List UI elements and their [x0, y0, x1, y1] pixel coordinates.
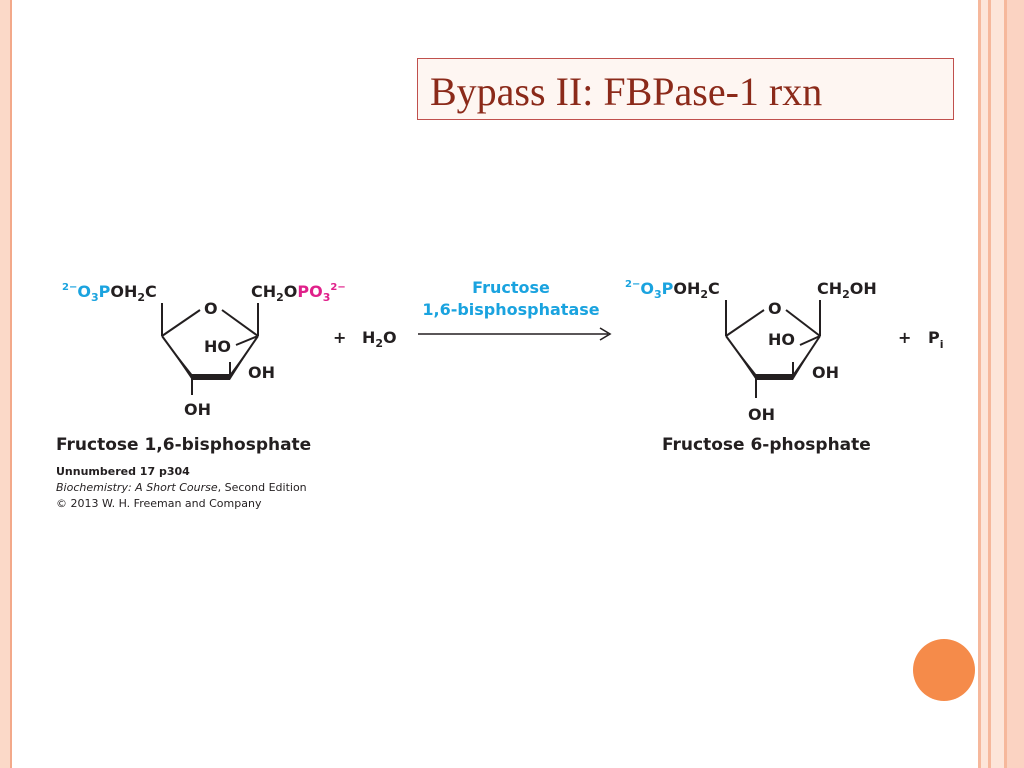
credit-line-3: © 2013 W. H. Freeman and Company: [56, 497, 262, 510]
credit-line-2: Biochemistry: A Short Course, Second Edi…: [56, 481, 307, 494]
product-name: Fructose 6-phosphate: [662, 435, 871, 455]
water-label: H2O: [362, 328, 397, 350]
enzyme-label-line2: 1,6-bisphosphatase: [422, 300, 599, 319]
slide-frame-left: [0, 0, 10, 768]
product-ring-oxygen: O: [768, 299, 782, 318]
product-right-group: CH2OH: [817, 279, 877, 301]
substrate-oh-right: OH: [248, 363, 275, 382]
plus-sign-1: +: [333, 328, 346, 347]
substrate-oh-bottom: OH: [184, 400, 211, 419]
slide-title: Bypass II: FBPase-1 rxn: [430, 69, 823, 114]
credit-line-1: Unnumbered 17 p304: [56, 465, 190, 478]
pi-label: Pi: [928, 328, 944, 351]
reaction-arrow: [418, 327, 612, 341]
slide-frame-stripes: [974, 0, 1024, 768]
product-left-group: 2−O3POH2C: [625, 279, 720, 301]
product-ho-label: HO: [768, 330, 795, 349]
plus-sign-2: +: [898, 328, 911, 347]
decorative-orange-circle: [913, 639, 975, 701]
product-structure: 2−O3POH2C CH2OH O HO OH OH: [625, 279, 877, 424]
substrate-ring-oxygen: O: [204, 299, 218, 318]
substrate-ho-label: HO: [204, 337, 231, 356]
enzyme-label-line1: Fructose: [472, 278, 550, 297]
product-ring: [725, 300, 821, 398]
product-oh-bottom: OH: [748, 405, 775, 424]
substrate-name: Fructose 1,6-bisphosphate: [56, 435, 311, 455]
substrate-structure: 2−O3POH2C CH2OPO32− O HO OH OH: [62, 282, 346, 419]
product-oh-right: OH: [812, 363, 839, 382]
slide-frame-left-line: [10, 0, 12, 768]
title-box: Bypass II: FBPase-1 rxn: [417, 58, 954, 120]
substrate-left-group: 2−O3POH2C: [62, 282, 157, 304]
substrate-ring: [161, 303, 259, 395]
substrate-right-group: CH2OPO32−: [251, 282, 346, 304]
